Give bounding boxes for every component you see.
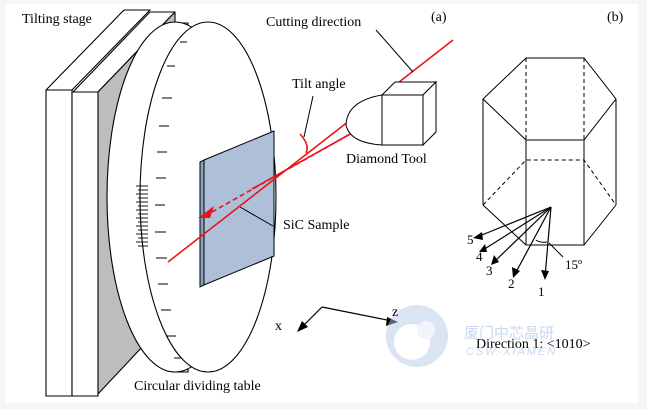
direction-1-label: 1 — [538, 284, 545, 299]
direction-2-label: 2 — [508, 276, 515, 291]
direction-4-label: 4 — [476, 249, 483, 264]
sic-sample-label: SiC Sample — [283, 218, 350, 233]
axis-x-arrowhead — [297, 321, 308, 332]
diamond-tool-label: Diamond Tool — [346, 152, 427, 167]
tilt-angle-leader — [303, 95, 314, 138]
diamond-tool — [345, 80, 438, 147]
direction-3-label: 3 — [486, 263, 493, 278]
panel-b-tag: (b) — [607, 10, 624, 25]
axis-x-label: x — [275, 319, 282, 334]
stage-fine-scale — [136, 185, 148, 247]
tilt-angle-label: Tilt angle — [292, 77, 346, 92]
circular-table-label: Circular dividing table — [134, 379, 261, 394]
angle-arc — [535, 239, 548, 243]
hexagonal-prism — [482, 57, 617, 246]
direction-caption: Direction 1: <1010> — [476, 337, 591, 352]
cutting-line — [167, 39, 454, 263]
watermark-cn: 厦门中芯晶研 — [464, 325, 555, 342]
axes — [300, 306, 393, 329]
angle-15-label: 15º — [565, 257, 583, 272]
watermark-en: CSW-XIAMEN — [466, 346, 558, 358]
table-scale-ticks — [155, 41, 187, 359]
axis-z-label: z — [392, 305, 399, 320]
watermark-logo — [386, 305, 448, 367]
sample-label-leader — [239, 206, 274, 227]
sic-sample — [199, 130, 275, 288]
direction-arrowheads — [473, 232, 549, 280]
cutting-direction-label: Cutting direction — [266, 15, 362, 30]
direction-arrows — [476, 206, 552, 278]
panel-a-tag: (a) — [431, 10, 447, 25]
cutting-arrowhead — [198, 206, 214, 218]
tilting-stage-label: Tilting stage — [22, 12, 92, 27]
cutting-direction-leader — [375, 29, 414, 73]
direction-5-label: 5 — [467, 232, 474, 247]
angle-leader — [548, 242, 564, 258]
